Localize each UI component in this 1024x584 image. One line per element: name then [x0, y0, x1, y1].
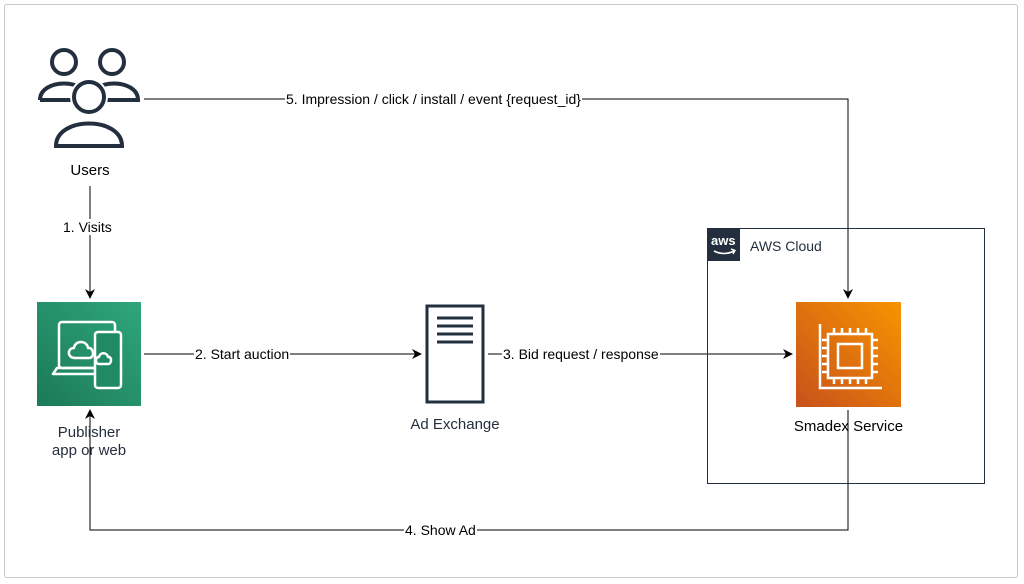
users-icon: [38, 48, 141, 148]
users-label: Users: [70, 162, 110, 179]
ad-exchange-label: Ad Exchange: [410, 416, 500, 433]
publisher-app-tile: [37, 302, 141, 406]
edge-label-bid: 3. Bid request / response: [502, 346, 660, 362]
edge-label-visits: 1. Visits: [62, 219, 113, 235]
smadex-service-tile: [796, 302, 901, 407]
publisher-label-line1: Publisher: [57, 424, 121, 441]
server-document-icon: [425, 304, 485, 404]
aws-cloud-group: aws AWS Cloud: [707, 228, 985, 484]
smadex-service-label: Smadex Service: [793, 418, 904, 435]
aws-logo-icon: aws: [708, 229, 740, 261]
publisher-label-line2: app or web: [51, 442, 127, 459]
edge-label-impression: 5. Impression / click / install / event …: [285, 91, 582, 107]
aws-cloud-title: AWS Cloud: [750, 238, 822, 254]
edge-label-start-auction: 2. Start auction: [194, 346, 291, 362]
diagram-frame: [4, 4, 1018, 578]
edge-label-show-ad: 4. Show Ad: [404, 522, 477, 538]
client-app-icon: [51, 320, 123, 390]
ec2-instance-icon: [818, 324, 882, 390]
